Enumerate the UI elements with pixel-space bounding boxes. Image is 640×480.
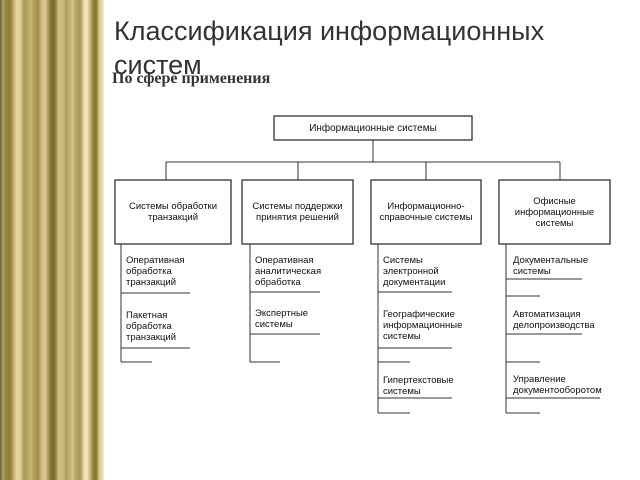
slide-subtitle: По сфере применения — [112, 70, 271, 87]
category-box-4 — [498, 179, 611, 245]
list-item: Пакетная обработка транзакций — [126, 310, 177, 343]
category-label-3: Информационно-справочные системы — [379, 201, 473, 223]
gold-decorative-bar — [0, 0, 104, 480]
list-item: Географические информационные системы — [383, 309, 463, 342]
list-item: Гипертекстовые системы — [383, 375, 454, 397]
slide-title: Классификация информационных систем — [114, 16, 545, 80]
category-label-4: Офисные информационные системы — [514, 195, 595, 229]
root-box — [273, 115, 473, 141]
category-box-3 — [370, 179, 482, 245]
list-item: Оперативная аналитическая обработка — [255, 255, 322, 288]
category-label-2: Системы поддержки принятия решений — [252, 201, 343, 223]
root-label: Информационные системы — [309, 122, 437, 134]
category-box-2 — [241, 179, 354, 245]
list-item: Управление документооборотом — [513, 374, 602, 396]
list-item: Документальные системы — [513, 255, 589, 277]
list-item: Экспертные системы — [255, 308, 309, 330]
category-label-1: Системы обработки транзакций — [128, 201, 218, 223]
list-item: Системы электронной документации — [383, 255, 446, 288]
list-item: Автоматизация делопроизводства — [513, 309, 595, 331]
category-box-1 — [114, 179, 232, 245]
list-item: Оперативная обработка транзакций — [126, 255, 185, 288]
